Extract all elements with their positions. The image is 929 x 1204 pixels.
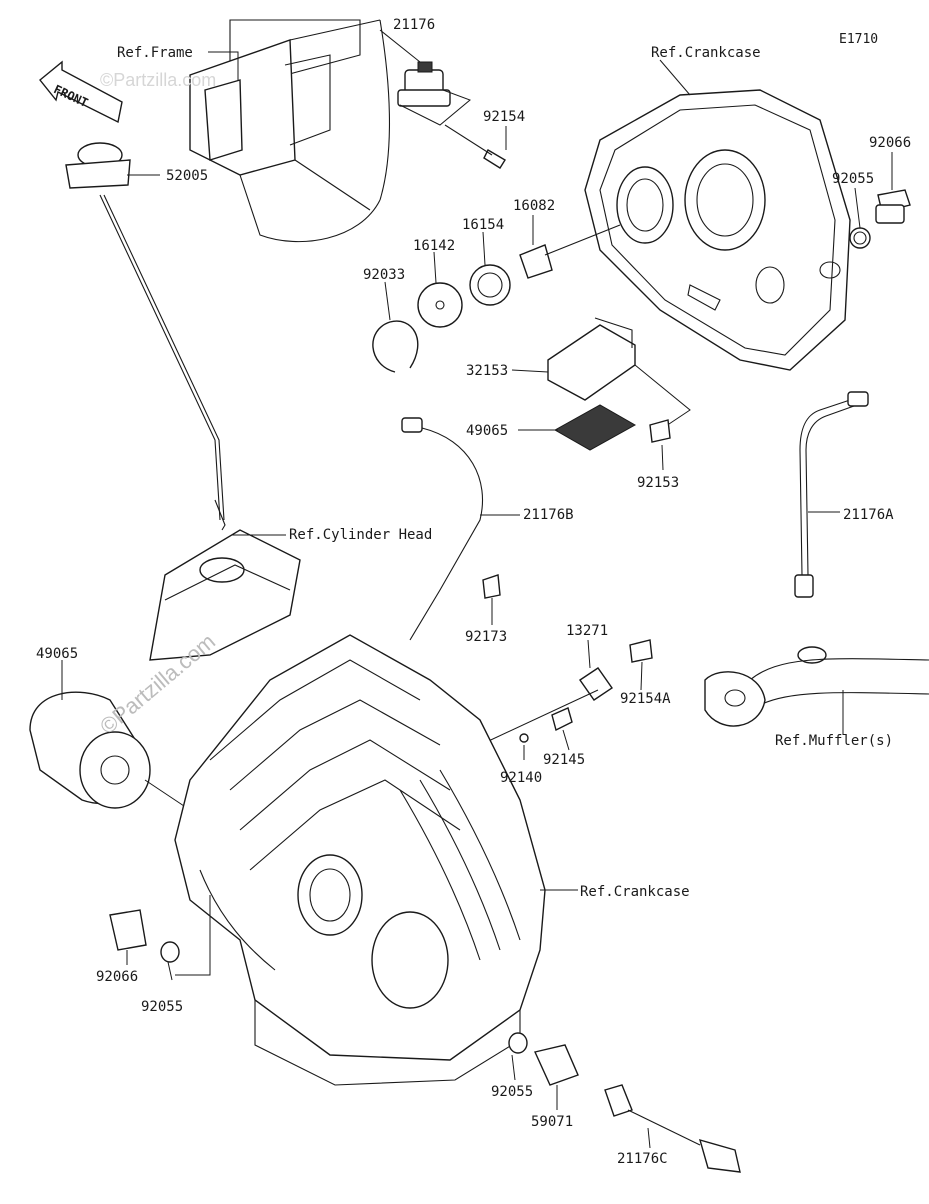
rotor-16154 bbox=[469, 264, 511, 306]
callout-21176a: 21176A bbox=[843, 507, 894, 523]
callout-92173: 92173 bbox=[465, 629, 508, 645]
callout-ref-crankcase-top: Ref.Crankcase bbox=[651, 45, 761, 61]
callout-92066-bottom: 92066 bbox=[96, 969, 139, 985]
bolt-92153 bbox=[649, 419, 671, 443]
crankcase-main bbox=[174, 634, 546, 1086]
callout-32153: 32153 bbox=[466, 363, 509, 379]
callout-92066-top: 92066 bbox=[869, 135, 912, 151]
sensor-21176 bbox=[397, 61, 471, 126]
callout-ref-muffler: Ref.Muffler(s) bbox=[775, 733, 894, 749]
leader-lines bbox=[61, 29, 893, 1149]
pump-shaft-16082 bbox=[519, 224, 621, 279]
callout-92033: 92033 bbox=[363, 267, 406, 283]
callout-ref-cylinder-head: Ref.Cylinder Head bbox=[289, 527, 433, 543]
callout-92055-top: 92055 bbox=[832, 171, 875, 187]
sensor-21176b bbox=[401, 417, 484, 641]
callout-49065-filter: 49065 bbox=[36, 646, 79, 662]
washer-92055-left bbox=[160, 941, 180, 963]
washer-92055-top bbox=[849, 227, 871, 249]
callout-16142: 16142 bbox=[413, 238, 456, 254]
dipstick-52005 bbox=[65, 142, 226, 531]
plug-59071 bbox=[534, 1044, 579, 1086]
callout-21176: 21176 bbox=[393, 17, 436, 33]
front-arrow bbox=[39, 60, 123, 124]
screen-49065 bbox=[553, 404, 637, 451]
muffler-pipe bbox=[704, 646, 929, 727]
cylinder-head-cover bbox=[149, 529, 301, 661]
callout-ref-frame: Ref.Frame bbox=[117, 45, 193, 61]
sensor-21176c bbox=[604, 1084, 741, 1173]
callout-92140: 92140 bbox=[500, 770, 543, 786]
washer-92055-bottom bbox=[508, 1032, 528, 1054]
circlip-92033 bbox=[372, 320, 419, 373]
oil-filter-49065 bbox=[29, 691, 191, 811]
strainer-32153 bbox=[547, 317, 691, 431]
callout-92055-bottom: 92055 bbox=[491, 1084, 534, 1100]
callout-52005: 52005 bbox=[166, 168, 209, 184]
callout-16154: 16154 bbox=[462, 217, 505, 233]
bolt-92154 bbox=[444, 124, 506, 169]
callout-92154: 92154 bbox=[483, 109, 526, 125]
clip-92173 bbox=[482, 574, 501, 599]
callout-92154a: 92154A bbox=[620, 691, 671, 707]
callout-92055-left: 92055 bbox=[141, 999, 184, 1015]
rotor-16142 bbox=[417, 282, 463, 328]
callout-92145: 92145 bbox=[543, 752, 586, 768]
callout-92153: 92153 bbox=[637, 475, 680, 491]
diagram-code: E1710 bbox=[839, 32, 879, 47]
callout-21176c: 21176C bbox=[617, 1151, 668, 1167]
drain-plug-92066-bottom bbox=[109, 909, 147, 951]
callout-ref-crankcase-bottom: Ref.Crankcase bbox=[580, 884, 690, 900]
callout-49065: 49065 bbox=[466, 423, 509, 439]
frame-reference bbox=[189, 19, 390, 243]
drain-plug-92066-top bbox=[875, 189, 911, 224]
callout-16082: 16082 bbox=[513, 198, 556, 214]
callout-13271: 13271 bbox=[566, 623, 609, 639]
relief-parts bbox=[479, 639, 653, 746]
crankcase-cover bbox=[584, 89, 851, 371]
callout-59071: 59071 bbox=[531, 1114, 574, 1130]
callout-21176b: 21176B bbox=[523, 507, 574, 523]
sensor-21176a bbox=[794, 391, 869, 598]
